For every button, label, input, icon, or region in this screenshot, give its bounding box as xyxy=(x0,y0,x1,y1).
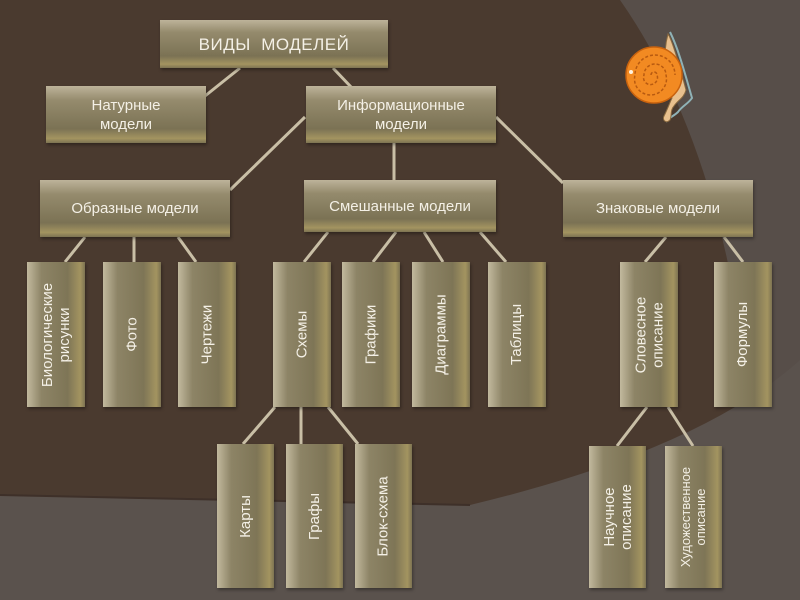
artistic-label-2: описание xyxy=(693,488,709,546)
node-natural-models: Натурные модели xyxy=(46,86,206,143)
natural-label-2: модели xyxy=(99,115,153,133)
figurative-label: Образные модели xyxy=(71,200,199,217)
node-maps: Карты xyxy=(217,444,274,588)
node-formulas: Формулы xyxy=(714,262,772,407)
node-graphs: Графики xyxy=(342,262,400,407)
node-artistic-description: Художественное описание xyxy=(665,446,722,588)
scientific-label-1: Научное xyxy=(600,487,618,547)
node-graph-theory: Графы xyxy=(286,444,343,588)
symbolic-label: Знаковые модели xyxy=(595,200,721,217)
verbal-label-2: описание xyxy=(649,301,666,368)
graphs-label: Графики xyxy=(362,304,380,365)
informational-label-1: Информационные xyxy=(337,96,465,114)
node-technical-drawings: Чертежи xyxy=(178,262,236,407)
mixed-label: Смешанные модели xyxy=(329,197,471,215)
tables-label: Таблицы xyxy=(508,303,526,366)
node-verbal-description: Словесное описание xyxy=(620,262,678,407)
node-schemes: Схемы xyxy=(273,262,331,407)
root-node-model-types: ВИДЫ МОДЕЛЕЙ xyxy=(160,20,388,68)
node-photo: Фото xyxy=(103,262,161,407)
graphs-theory-label: Графы xyxy=(306,492,323,540)
node-scientific-description: Научное описание xyxy=(589,446,646,588)
bio-label-1: Биологические xyxy=(39,282,57,387)
scientific-label-2: описание xyxy=(617,484,635,550)
bio-label-2: рисунки xyxy=(56,307,74,362)
root-label: ВИДЫ МОДЕЛЕЙ xyxy=(198,34,350,54)
formulas-label: Формулы xyxy=(734,301,752,368)
node-symbolic-models: Знаковые модели xyxy=(563,180,753,237)
natural-label-1: Натурные xyxy=(91,96,161,114)
node-diagrams: Диаграммы xyxy=(412,262,470,407)
node-figurative-models: Образные модели xyxy=(40,180,230,237)
diagrams-label: Диаграммы xyxy=(432,294,450,375)
drawings-label: Чертежи xyxy=(198,304,216,365)
photo-label: Фото xyxy=(123,317,141,352)
node-biological-drawings: Биологические рисунки xyxy=(27,262,85,407)
verbal-label-1: Словесное xyxy=(632,296,649,373)
node-informational-models: Информационные модели xyxy=(306,86,496,143)
snail-icon xyxy=(625,31,694,123)
node-mixed-models: Смешанные модели xyxy=(304,180,496,232)
schemes-label: Схемы xyxy=(293,310,311,359)
node-flowchart: Блок-схема xyxy=(355,444,412,588)
maps-label: Карты xyxy=(237,494,254,538)
informational-label-2: модели xyxy=(374,115,428,133)
flowchart-label: Блок-схема xyxy=(375,475,393,557)
node-tables: Таблицы xyxy=(488,262,546,407)
artistic-label-1: Художественное xyxy=(678,466,694,568)
